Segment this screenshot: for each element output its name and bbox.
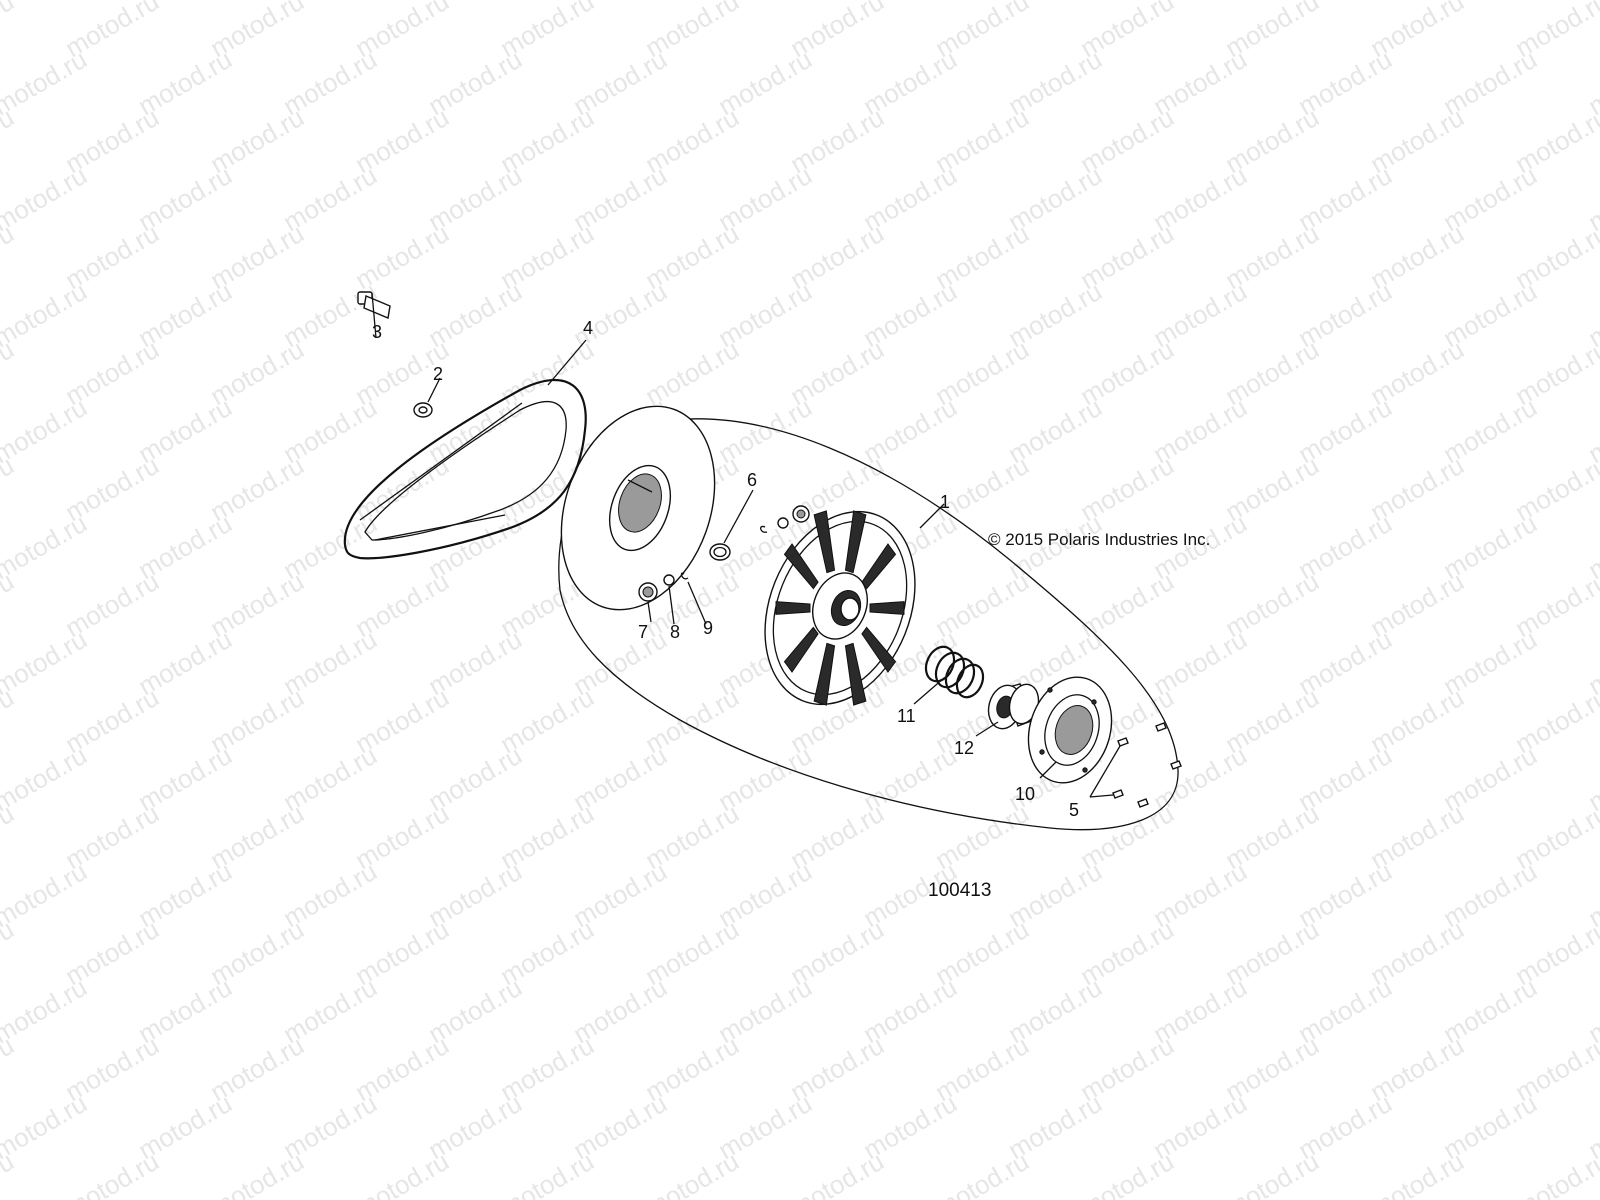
callouts: 1 2 3 4 5 6 7 8 9 10 11 12 [372, 318, 1079, 820]
watermark-text: motod.ru [1075, 1146, 1179, 1200]
diagram-id: 100413 [928, 880, 991, 901]
screws [1112, 722, 1182, 808]
callout-7: 7 [638, 622, 648, 642]
callout-4: 4 [583, 318, 593, 338]
clutch-spoke [844, 642, 867, 706]
copyright-notice: © 2015 Polaris Industries Inc. [988, 530, 1210, 549]
clutch-spoke [861, 626, 897, 673]
drive-belt [343, 378, 587, 560]
watermark-text: motod.ru [205, 1146, 309, 1200]
watermark-text: motod.ru [0, 276, 92, 353]
callout-10: 10 [1015, 784, 1035, 804]
callout-1: 1 [940, 492, 950, 512]
small-hardware-group [638, 505, 810, 602]
watermark-text: motod.ru [0, 740, 92, 817]
clutch-spoke [869, 601, 905, 615]
watermark-text: motod.ru [0, 392, 92, 469]
clutch-cover [558, 418, 1179, 831]
callout-12: 12 [954, 738, 974, 758]
watermark-text: motod.ru [640, 1146, 744, 1200]
drive-pulley [560, 405, 716, 611]
watermark-text: motod.ru [1365, 1146, 1469, 1200]
callout-8: 8 [670, 622, 680, 642]
watermark-text: motod.ru [0, 972, 92, 1049]
watermark-text: motod.ru [0, 1088, 92, 1165]
seal-plate [1027, 676, 1113, 784]
callout-9: 9 [703, 618, 713, 638]
watermark-text: motod.ru [0, 0, 19, 63]
leader-lines [371, 292, 1121, 798]
watermark-text: motod.ru [0, 624, 92, 701]
watermark-text: motod.ru [0, 856, 92, 933]
bushing [987, 683, 1040, 730]
watermark-text: motod.ru [1220, 1146, 1324, 1200]
watermark-text: motod.ru [1510, 1146, 1600, 1200]
callout-3: 3 [372, 322, 382, 342]
callout-2: 2 [433, 364, 443, 384]
clutch-spoke [813, 642, 836, 706]
clutch-spoke [775, 601, 811, 615]
clutch-spoke [813, 510, 836, 574]
clutch-spoke [783, 543, 819, 590]
watermark-text: motod.ru [0, 508, 92, 585]
clutch-spoke [844, 510, 867, 574]
watermark-text: motod.ru [350, 1146, 454, 1200]
washer [413, 402, 433, 418]
ring-6 [709, 543, 731, 561]
watermark-text: motod.ru [0, 44, 92, 121]
callout-5: 5 [1069, 800, 1079, 820]
watermark-text: motod.ru [495, 1146, 599, 1200]
watermark-text: motod.ru [60, 1146, 164, 1200]
spring [924, 645, 985, 699]
driven-clutch [764, 510, 916, 706]
clutch-spoke [783, 626, 819, 673]
callout-6: 6 [747, 470, 757, 490]
watermark-text: motod.ru [785, 1146, 889, 1200]
watermark-text: motod.ru [0, 160, 92, 237]
watermark-text: motod.ru [930, 1146, 1034, 1200]
callout-11: 11 [897, 706, 916, 726]
